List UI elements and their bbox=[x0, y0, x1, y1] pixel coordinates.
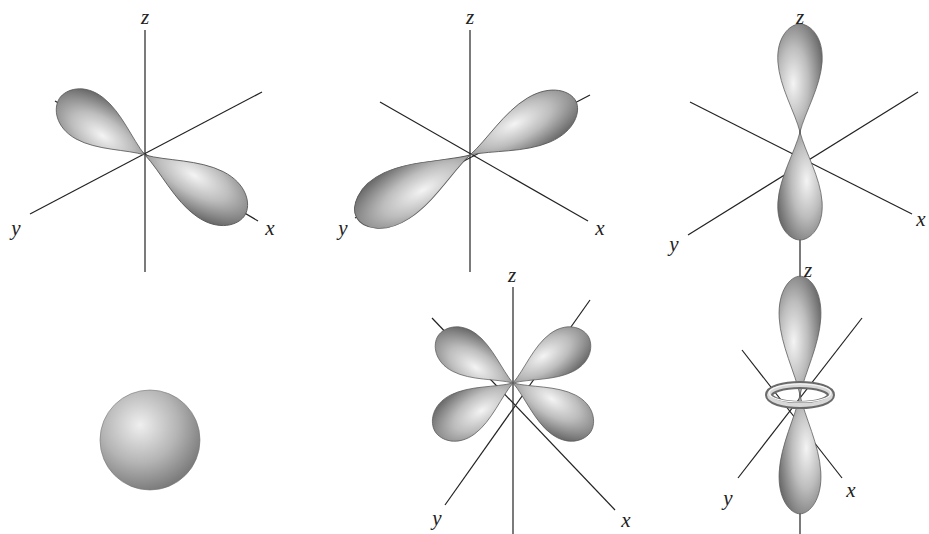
axis-label: x bbox=[916, 209, 925, 230]
axis-label: x bbox=[846, 480, 855, 501]
axis-label: x bbox=[621, 510, 630, 531]
axis-label: y bbox=[11, 218, 20, 239]
axis-label: z bbox=[508, 265, 516, 286]
axis-label: y bbox=[669, 234, 678, 255]
axis-label: y bbox=[723, 488, 732, 509]
axis-label: z bbox=[804, 260, 812, 281]
axis-label: y bbox=[338, 218, 347, 239]
axis-label: z bbox=[796, 7, 804, 28]
axis-label: y bbox=[432, 508, 441, 529]
axis-label: z bbox=[466, 7, 474, 28]
axis-label: z bbox=[141, 7, 149, 28]
axis-label: x bbox=[265, 218, 274, 239]
axis-label: x bbox=[595, 218, 604, 239]
